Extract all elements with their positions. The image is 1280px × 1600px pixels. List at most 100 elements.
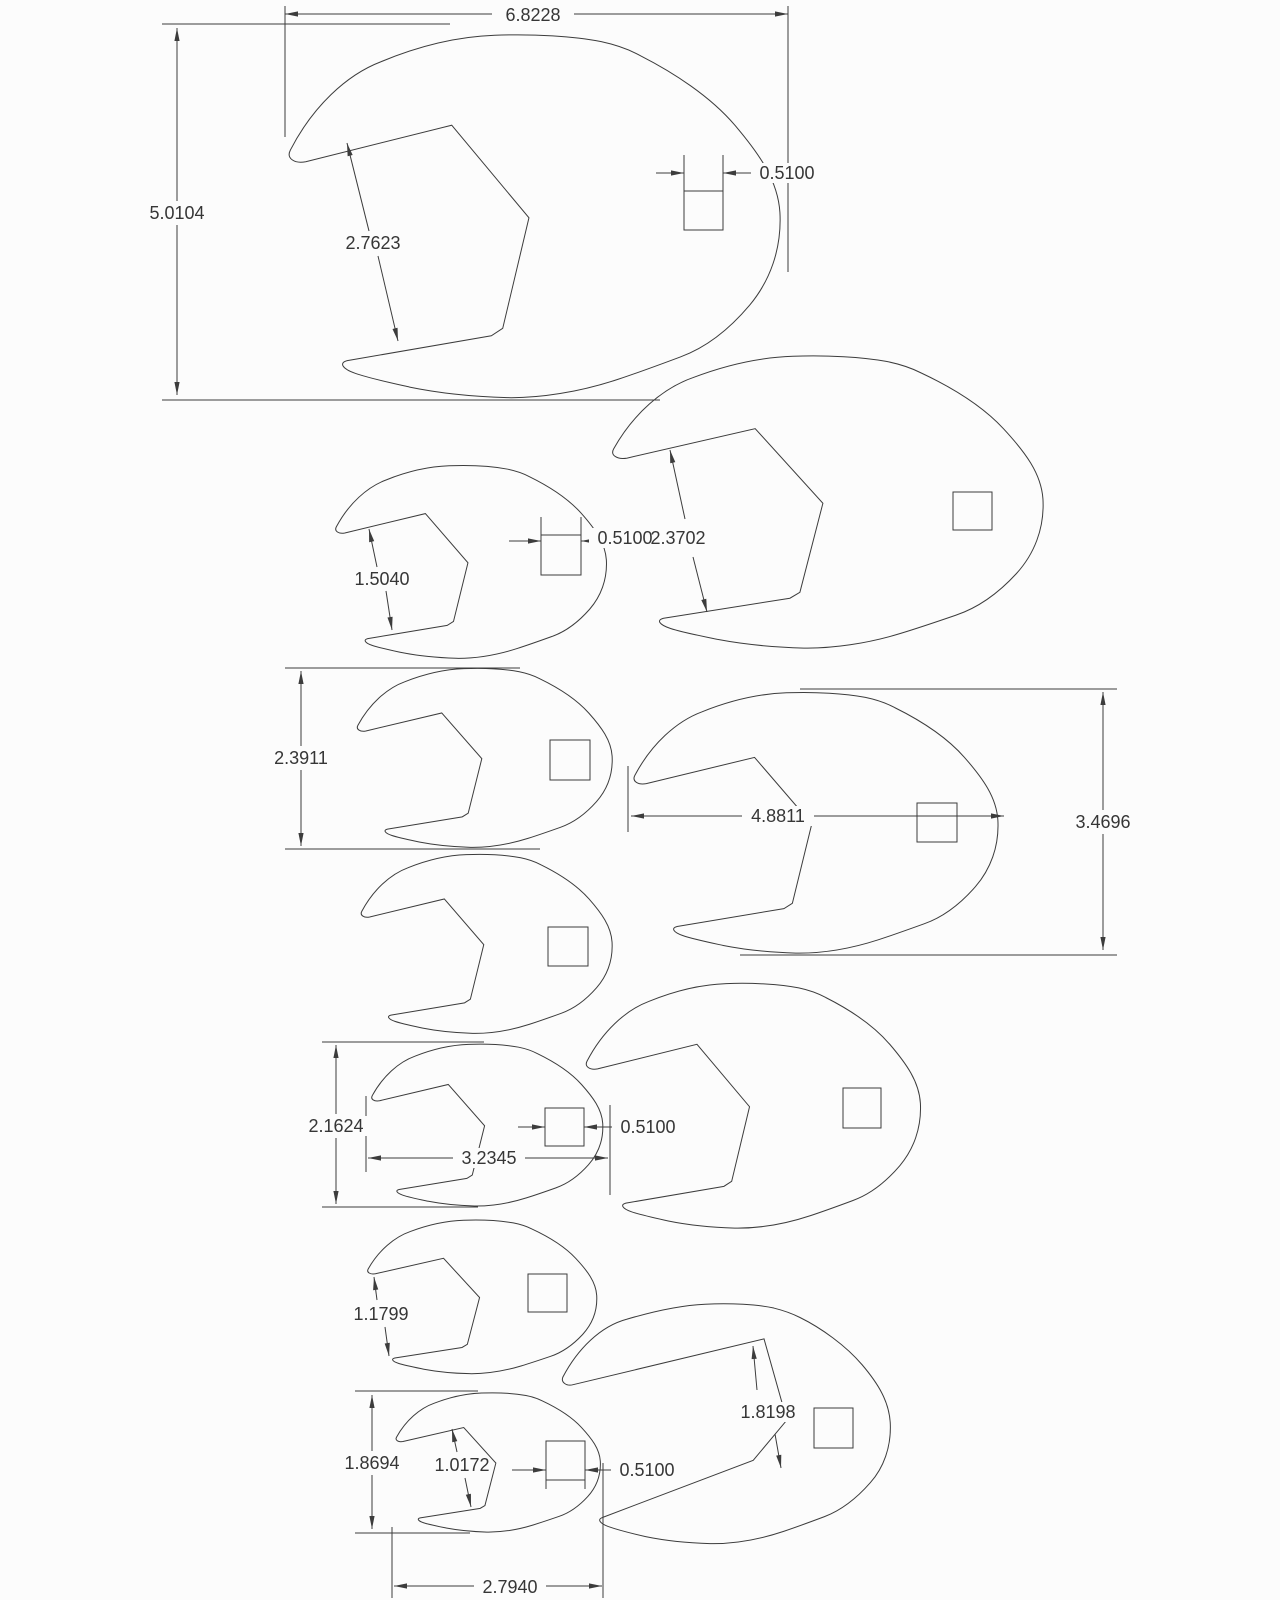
- label-backplate: [141, 203, 213, 223]
- drive-square-hole-8: [842, 1087, 882, 1129]
- dim-label-w10-jaw: 1.0172: [434, 1455, 489, 1475]
- dimension-w10-jaw: [451, 1428, 472, 1508]
- label-backplate: [453, 1148, 525, 1168]
- wrench-outline-1: [289, 35, 780, 398]
- dimension-w5-height: [740, 688, 1117, 956]
- dim-label-w1-jaw: 2.7623: [337, 233, 409, 253]
- dim-line: [692, 556, 708, 613]
- dim-line: [377, 255, 399, 342]
- dimension-w1-jaw: [346, 142, 399, 342]
- dim-label-w1-drive: 0.5100: [751, 163, 823, 183]
- dim-label-w1-height: 5.0104: [141, 203, 213, 223]
- dim-text-w2-jaw: 1.5040: [354, 569, 409, 589]
- dim-text-w10-jaw: 1.0172: [434, 1455, 489, 1475]
- drive-square-hole-9: [527, 1273, 568, 1313]
- dimension-w1-width: [284, 6, 789, 272]
- drive-square-hole-5: [916, 802, 958, 843]
- wrench-outline-5: [632, 690, 1000, 956]
- dimension-labels: 6.8228 5.0104 2.7623 0.5100 1.5040 0.510…: [141, 5, 1139, 1597]
- dim-label-w10-width: 2.7940: [474, 1577, 546, 1597]
- dim-label-w4-height: 2.3911: [265, 748, 337, 768]
- dim-text-w1-drive: 0.5100: [759, 163, 814, 183]
- dim-text-w2-drive: 0.5100: [597, 528, 652, 548]
- dim-line: [385, 590, 393, 631]
- extension-lines: [285, 667, 540, 850]
- dim-line: [669, 449, 686, 520]
- wrench-outline-7: [370, 1042, 605, 1208]
- wrench-outline-3: [613, 356, 1043, 648]
- label-backplate: [300, 1116, 372, 1136]
- label-backplate: [345, 1304, 417, 1324]
- label-backplate: [346, 569, 418, 589]
- label-backplate: [732, 1402, 804, 1422]
- dim-line: [368, 528, 378, 568]
- dim-text-w5-width: 4.8811: [751, 806, 805, 826]
- dim-text-w9-jaw: 1.1799: [353, 1304, 408, 1324]
- drive-square-hole-4: [549, 739, 591, 781]
- label-backplate: [336, 1453, 408, 1473]
- dimension-w4-height: [285, 667, 540, 850]
- extension-lines: [355, 1390, 478, 1534]
- dimension-w10-drive: [512, 1467, 612, 1489]
- drive-square-hole-3: [952, 491, 993, 531]
- dim-label-w9-jaw: 1.1799: [345, 1304, 417, 1324]
- label-backplate: [474, 1577, 546, 1597]
- label-backplate: [612, 1117, 684, 1137]
- dimension-w10-height: [355, 1390, 478, 1534]
- dim-label-w2-jaw: 1.5040: [346, 569, 418, 589]
- label-backplate: [265, 748, 337, 768]
- drive-square-hole-1: [683, 190, 724, 231]
- dimension-w3-jaw: [669, 449, 708, 613]
- dim-text-w10-drive: 0.5100: [619, 1460, 674, 1480]
- dim-text-w7-width: 3.2345: [461, 1148, 516, 1168]
- dim-text-w3-jaw: 2.3702: [650, 528, 705, 548]
- dim-label-w7-height: 2.1624: [300, 1116, 372, 1136]
- dimension-w10-width: [391, 1463, 604, 1598]
- dimension-w7-height: [322, 1041, 484, 1208]
- dim-text-w5-height: 3.4696: [1075, 812, 1130, 832]
- dim-text-w10-height: 1.8694: [344, 1453, 399, 1473]
- dim-line: [774, 1433, 782, 1469]
- wrench-outline-9: [366, 1218, 598, 1375]
- label-backplate: [742, 806, 814, 826]
- label-backplate: [589, 528, 661, 548]
- drive-square-hole-11: [813, 1407, 854, 1449]
- dimension-w11-jaw: [751, 1345, 782, 1469]
- dim-line: [464, 1477, 472, 1508]
- drive-square-hole-6: [547, 926, 589, 967]
- label-backplate: [611, 1460, 683, 1480]
- dim-label-w7-width: 3.2345: [453, 1148, 525, 1168]
- dim-label-w2-drive: 0.5100: [589, 528, 661, 548]
- dim-text-w11-jaw: 1.8198: [740, 1402, 795, 1422]
- wrench-outline-8: [584, 981, 923, 1230]
- drive-square-hole-7: [544, 1107, 585, 1147]
- extension-lines: [540, 517, 582, 535]
- label-backplate: [497, 5, 569, 25]
- extension-lines: [545, 1480, 586, 1489]
- extension-lines: [162, 23, 660, 401]
- wrench-outline-4: [356, 667, 614, 849]
- dim-text-w1-width: 6.8228: [505, 5, 560, 25]
- dim-text-w4-height: 2.3911: [274, 748, 328, 768]
- dim-line: [373, 1276, 379, 1301]
- dim-text-w7-drive: 0.5100: [620, 1117, 675, 1137]
- drive-square-hole-2: [540, 534, 582, 576]
- wrench-outline-11: [560, 1301, 893, 1546]
- wrench-outline-10: [395, 1391, 602, 1534]
- dim-label-w3-jaw: 2.3702: [650, 528, 705, 548]
- dimension-w5-width: [627, 766, 1004, 832]
- dim-label-w5-height: 3.4696: [1067, 812, 1139, 832]
- drive-square-hole-10: [545, 1440, 586, 1481]
- dim-label-w7-drive: 0.5100: [612, 1117, 684, 1137]
- extension-lines: [391, 1463, 604, 1598]
- dimension-w9-jaw: [373, 1276, 390, 1357]
- dim-text-w10-width: 2.7940: [482, 1577, 537, 1597]
- label-backplate: [751, 163, 823, 183]
- label-backplate: [337, 233, 409, 253]
- dimension-w1-height: [162, 23, 660, 401]
- dim-line: [346, 142, 370, 232]
- dim-line: [384, 1326, 390, 1357]
- drive-square-holes: [527, 190, 993, 1481]
- extension-lines: [322, 1041, 484, 1208]
